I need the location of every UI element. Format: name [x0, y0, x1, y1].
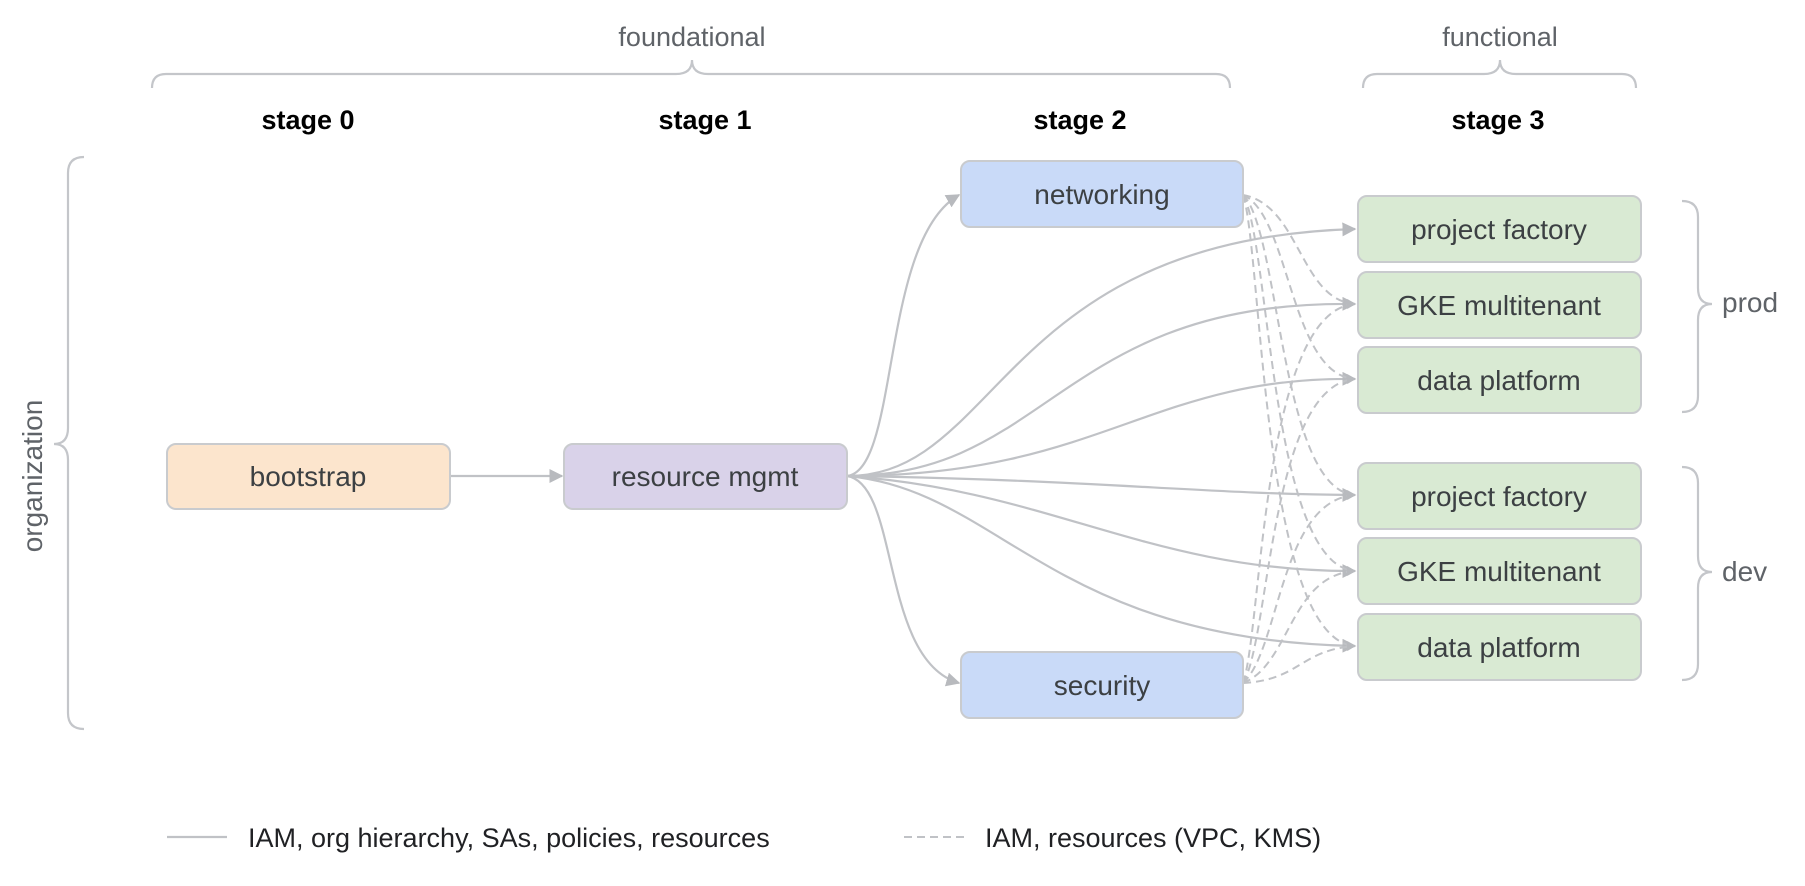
node-bootstrap-label: bootstrap: [250, 461, 367, 492]
node-prod-data-platform-box: [1357, 346, 1642, 414]
edge-networking-prod-gke: [1242, 194, 1356, 308]
dashed-edges: [1242, 194, 1356, 684]
node-prod-data-platform: data platform: [1357, 346, 1642, 414]
stage-0-header: stage 0: [261, 105, 354, 135]
edge-security-dev-data-platform: [1242, 642, 1356, 684]
node-networking-box: [960, 160, 1244, 228]
brace-functional: [1361, 59, 1638, 89]
legend-dashed-label: IAM, resources (VPC, KMS): [985, 823, 1321, 853]
node-security-label: security: [1054, 670, 1150, 701]
node-dev-data-platform: data platform: [1357, 613, 1642, 681]
node-resource-mgmt-label: resource mgmt: [612, 461, 799, 492]
node-prod-project-factory-label: project factory: [1411, 214, 1587, 245]
node-dev-gke-multitenant-box: [1357, 537, 1642, 605]
brace-prod: [1681, 199, 1713, 414]
edge-resource-mgmt-prod-gke: [846, 296, 1357, 478]
node-dev-gke-multitenant-label: GKE multitenant: [1397, 556, 1601, 587]
edge-resource-mgmt-networking: [846, 194, 961, 478]
node-security: security: [960, 651, 1244, 719]
node-security-box: [960, 651, 1244, 719]
stage-2-header: stage 2: [1033, 105, 1126, 135]
edge-networking-prod-data-platform: [1242, 194, 1356, 383]
node-prod-data-platform-label: data platform: [1417, 365, 1580, 396]
prod-label: prod: [1722, 287, 1778, 318]
solid-edges: [450, 194, 1357, 687]
brace-organization: [53, 155, 85, 731]
edge-resource-mgmt-dev-gke: [846, 474, 1357, 579]
edge-resource-mgmt-prod-project-factory: [846, 222, 1357, 478]
node-prod-project-factory-box: [1357, 195, 1642, 263]
edge-resource-mgmt-dev-data-platform: [846, 474, 1357, 653]
node-bootstrap-box: [166, 443, 451, 510]
edge-networking-dev-project-factory: [1242, 194, 1356, 499]
node-dev-project-factory-label: project factory: [1411, 481, 1587, 512]
dev-label: dev: [1722, 556, 1767, 587]
organization-label: organization: [17, 400, 48, 553]
edge-security-dev-gke: [1242, 567, 1356, 684]
group-label-foundational: foundational: [618, 22, 765, 52]
node-networking-label: networking: [1034, 179, 1169, 210]
node-dev-data-platform-label: data platform: [1417, 632, 1580, 663]
node-networking: networking: [960, 160, 1244, 228]
node-bootstrap: bootstrap: [166, 443, 451, 510]
edge-security-prod-data-platform: [1242, 375, 1356, 684]
node-dev-data-platform-box: [1357, 613, 1642, 681]
edge-networking-dev-gke: [1242, 194, 1356, 575]
stage-1-header: stage 1: [658, 105, 751, 135]
legend-solid-label: IAM, org hierarchy, SAs, policies, resou…: [248, 823, 770, 853]
edge-resource-mgmt-dev-project-factory: [846, 474, 1357, 502]
edge-resource-mgmt-security: [846, 474, 961, 687]
node-prod-gke-multitenant: GKE multitenant: [1357, 271, 1642, 339]
node-prod-project-factory: project factory: [1357, 195, 1642, 263]
brace-foundational: [150, 59, 1232, 89]
edge-security-dev-project-factory: [1242, 491, 1356, 684]
node-dev-gke-multitenant: GKE multitenant: [1357, 537, 1642, 605]
edge-networking-dev-data-platform: [1242, 194, 1356, 650]
node-dev-project-factory-box: [1357, 462, 1642, 530]
edge-resource-mgmt-prod-data-platform: [846, 371, 1357, 478]
node-resource-mgmt-box: [563, 443, 848, 510]
brace-dev: [1681, 465, 1713, 682]
edge-security-prod-gke: [1242, 300, 1356, 684]
stage-3-header: stage 3: [1451, 105, 1544, 135]
node-dev-project-factory: project factory: [1357, 462, 1642, 530]
group-label-functional: functional: [1442, 22, 1558, 52]
legend: IAM, org hierarchy, SAs, policies, resou…: [167, 823, 1321, 853]
node-prod-gke-multitenant-box: [1357, 271, 1642, 339]
node-resource-mgmt: resource mgmt: [563, 443, 848, 510]
node-prod-gke-multitenant-label: GKE multitenant: [1397, 290, 1601, 321]
